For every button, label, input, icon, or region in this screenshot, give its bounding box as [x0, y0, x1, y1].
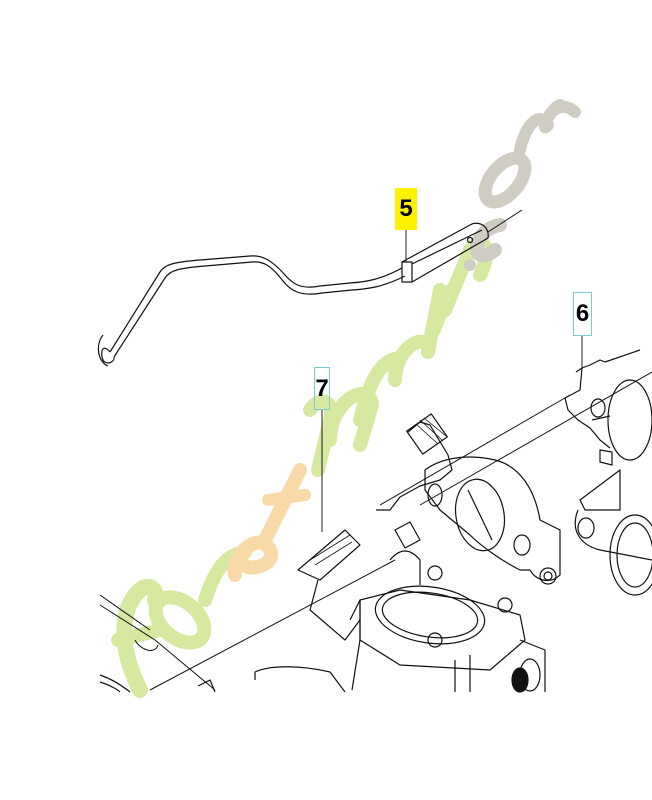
- callout-6[interactable]: 6: [573, 292, 592, 336]
- callout-5-label: 5: [399, 195, 413, 222]
- watermark: [111, 99, 581, 698]
- callout-6-label: 6: [575, 300, 590, 327]
- part-5-throttle-rod: [97, 209, 523, 367]
- callout-5[interactable]: 5: [395, 188, 417, 230]
- callout-7[interactable]: 7: [314, 367, 330, 410]
- part-6-intake-flange: [419, 349, 652, 596]
- callout-7-label: 7: [315, 374, 329, 402]
- leader-lines: [321, 229, 583, 532]
- part-7-carburetor: [99, 394, 571, 693]
